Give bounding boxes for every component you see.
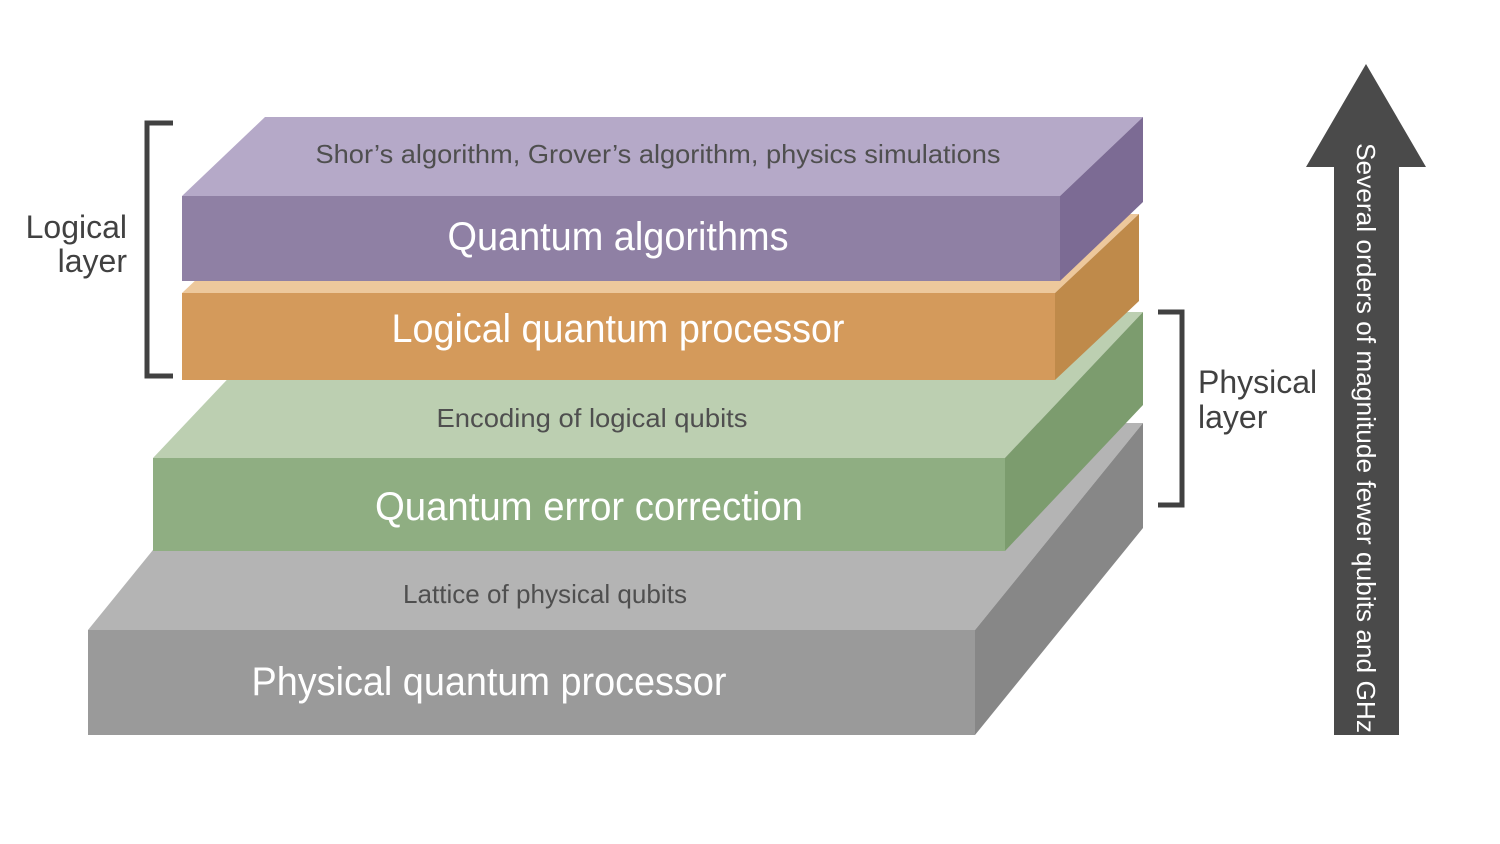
quantum-error-correction-front-label: Quantum error correction xyxy=(375,485,803,529)
scale-arrow: Several orders of magnitude fewer qubits… xyxy=(1306,64,1426,735)
logical-quantum-processor-front-label: Logical quantum processor xyxy=(392,307,845,351)
quantum-algorithms-front-face xyxy=(182,196,1060,281)
physical-quantum-processor-front-face xyxy=(88,630,975,735)
quantum-algorithms-front-label: Quantum algorithms xyxy=(448,215,789,259)
quantum-algorithms-surface-label: Shor’s algorithm, Grover’s algorithm, ph… xyxy=(316,139,1001,169)
quantum-error-correction-front-face xyxy=(153,458,1005,551)
physical-quantum-processor-side-face xyxy=(975,423,1143,735)
logical-layer-label-line1: Logical xyxy=(26,209,127,245)
physical-layer-bracket xyxy=(1158,309,1185,508)
quantum-algorithms-side-face xyxy=(1060,117,1143,281)
logical-quantum-processor-side-face xyxy=(1055,214,1139,380)
up-arrow-icon xyxy=(1306,64,1426,735)
quantum-error-correction-surface-label: Encoding of logical qubits xyxy=(437,403,748,433)
physical-quantum-processor-surface-label: Lattice of physical qubits xyxy=(403,579,687,609)
physical-layer-label-line2: layer xyxy=(1198,399,1268,435)
logical-layer-label-line2: layer xyxy=(58,243,128,279)
logical-layer-bracket xyxy=(144,120,173,379)
physical-quantum-processor-front-label: Physical quantum processor xyxy=(252,660,727,704)
quantum-algorithms-top-face xyxy=(182,117,1143,196)
logical-quantum-processor-front-face xyxy=(182,293,1055,380)
scale-arrow-label: Several orders of magnitude fewer qubits… xyxy=(1351,143,1381,733)
physical-layer-label-line1: Physical xyxy=(1198,364,1317,400)
quantum-error-correction-side-face xyxy=(1005,312,1143,551)
layer-quantum-algorithms xyxy=(182,117,1143,281)
